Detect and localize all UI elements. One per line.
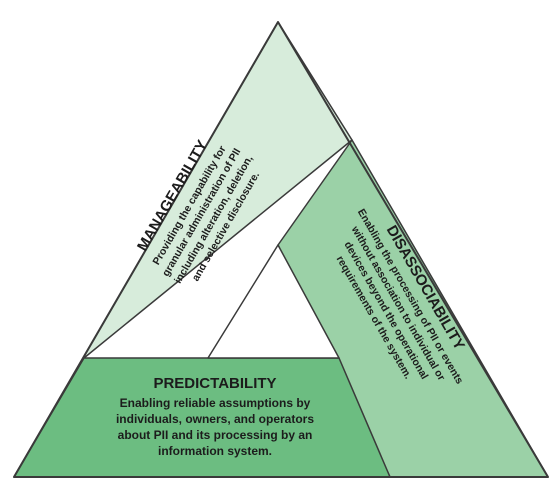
predictability-title: PREDICTABILITY <box>153 375 276 392</box>
center-hole <box>207 244 340 359</box>
predictability-line: information system. <box>158 444 272 458</box>
predictability-line: about PII and its processing by an <box>118 428 313 442</box>
triangle-outline <box>13 21 549 478</box>
predictability-line: Enabling reliable assumptions by <box>120 396 311 410</box>
predictability-text: PREDICTABILITY Enabling reliable assumpt… <box>116 375 314 458</box>
predictability-line: individuals, owners, and operators <box>116 412 314 426</box>
